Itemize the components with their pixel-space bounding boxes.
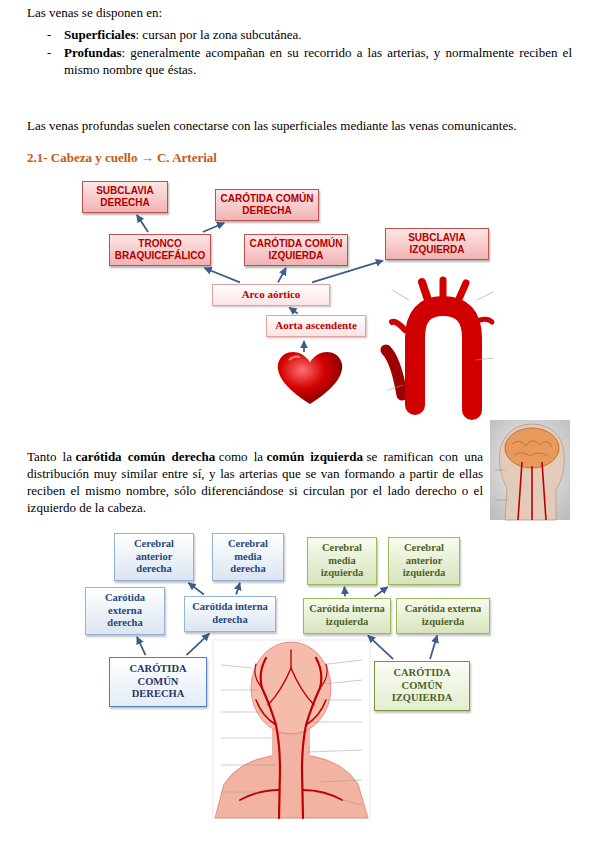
artery-box: CARÓTIDA COMÚN DERECHA <box>215 189 319 221</box>
bullet: - <box>47 26 61 43</box>
box-label: Cerebral anterior izquierda <box>393 542 455 580</box>
branch-arrow <box>289 308 297 314</box>
bold-term: Superficiales <box>64 27 136 42</box>
heart-illustration <box>278 341 342 404</box>
box-label: Cerebral anterior derecha <box>119 538 189 576</box>
box-label: CARÓTIDA COMÚN IZQUIERDA <box>249 238 343 262</box>
branch-arrow <box>137 215 148 232</box>
body-text: Las venas se disponen en: <box>27 5 162 20</box>
branch-arrow <box>368 636 393 660</box>
section-title: 2.1- Cabeza y cuello → C. Arterial <box>27 150 217 165</box>
bold-term: común izquierda <box>267 449 363 464</box>
bullet-dash: - <box>47 45 51 60</box>
branch-arrow <box>203 223 224 232</box>
artery-box: Carótida interna derecha <box>184 596 276 631</box>
body-text: : generalmente acompañan en su recorrido… <box>64 45 572 77</box>
branch-arrow <box>278 268 286 282</box>
box-label: Cerebral media izquierda <box>312 542 372 580</box>
artery-box: Arco aórtico <box>212 284 330 305</box>
artery-box: Carótida externa derecha <box>85 587 165 635</box>
box-label: Cerebral media derecha <box>217 538 279 576</box>
body-paragraph: Tanto lacarótida común derecha como la com… <box>27 448 483 516</box>
branch-arrow <box>186 634 209 656</box>
bold-term: carótida común derecha <box>75 449 215 464</box>
branch-arrow <box>236 583 240 595</box>
branch-arrow <box>374 587 387 597</box>
bullet-text: Superficiales: cursan por la zona subcut… <box>64 26 572 43</box>
box-label: Carótida externa derecha <box>90 592 160 630</box>
artery-box: TRONCO BRAQUICEFÁLICO <box>109 234 211 266</box>
box-label: SUBCLAVIA DERECHA <box>87 185 163 209</box>
body-text: Las venas profundas suelen conectarse co… <box>27 118 516 133</box>
section-heading: 2.1- Cabeza y cuello → C. Arterial <box>27 149 577 166</box>
branch-arrow <box>430 636 437 660</box>
box-label: Carótida interna izquierda <box>308 603 386 628</box>
box-label: TRONCO BRAQUICEFÁLICO <box>114 238 206 262</box>
box-label: CARÓTIDA COMÚN DERECHA <box>220 193 314 217</box>
branch-arrow <box>189 583 204 595</box>
head-illustration <box>490 420 570 520</box>
artery-box: Carótida externa izquierda <box>396 598 490 633</box>
box-label: SUBCLAVIA IZQUIERDA <box>390 232 484 256</box>
box-label: Carótida interna derecha <box>189 601 271 626</box>
bullet-dash: - <box>47 27 51 42</box>
aorta-illustration <box>386 280 493 410</box>
body-text: Tanto la <box>27 449 72 464</box>
bullet-text: Profundas: generalmente acompañan en su … <box>64 44 572 78</box>
artery-box: CARÓTIDA COMÚN IZQUIERDA <box>374 661 470 711</box>
body-text: : cursan por la zona subcutánea. <box>136 27 302 42</box>
artery-box: Aorta ascendente <box>266 315 366 336</box>
branch-arrow <box>343 587 346 597</box>
artery-box: Carótida interna izquierda <box>303 598 391 633</box>
box-label: Aorta ascendente <box>272 319 360 332</box>
artery-box: CARÓTIDA COMÚN DERECHA <box>109 657 207 707</box>
box-label: CARÓTIDA COMÚN IZQUIERDA <box>379 667 465 705</box>
bullet: - <box>47 44 61 61</box>
branch-arrow <box>204 268 240 282</box>
body-text: como la <box>219 449 263 464</box>
box-label: Arco aórtico <box>218 288 324 301</box>
artery-box: Cerebral media derecha <box>212 533 284 581</box>
head-neck-illustration <box>213 640 370 818</box>
artery-box: Cerebral media izquierda <box>307 537 377 585</box>
artery-box: Cerebral anterior derecha <box>114 533 194 581</box>
artery-box: CARÓTIDA COMÚN IZQUIERDA <box>244 234 348 266</box>
box-label: CARÓTIDA COMÚN DERECHA <box>114 663 202 701</box>
branch-arrow <box>137 637 145 655</box>
intro-text: Las venas se disponen en: <box>27 4 577 21</box>
bold-term: Profundas <box>64 45 122 60</box>
box-label: Carótida externa izquierda <box>401 603 485 628</box>
artery-box: SUBCLAVIA IZQUIERDA <box>385 228 489 260</box>
artery-box: SUBCLAVIA DERECHA <box>82 181 168 213</box>
body-paragraph: Las venas profundas suelen conectarse co… <box>27 117 577 134</box>
artery-box: Cerebral anterior izquierda <box>388 537 460 585</box>
